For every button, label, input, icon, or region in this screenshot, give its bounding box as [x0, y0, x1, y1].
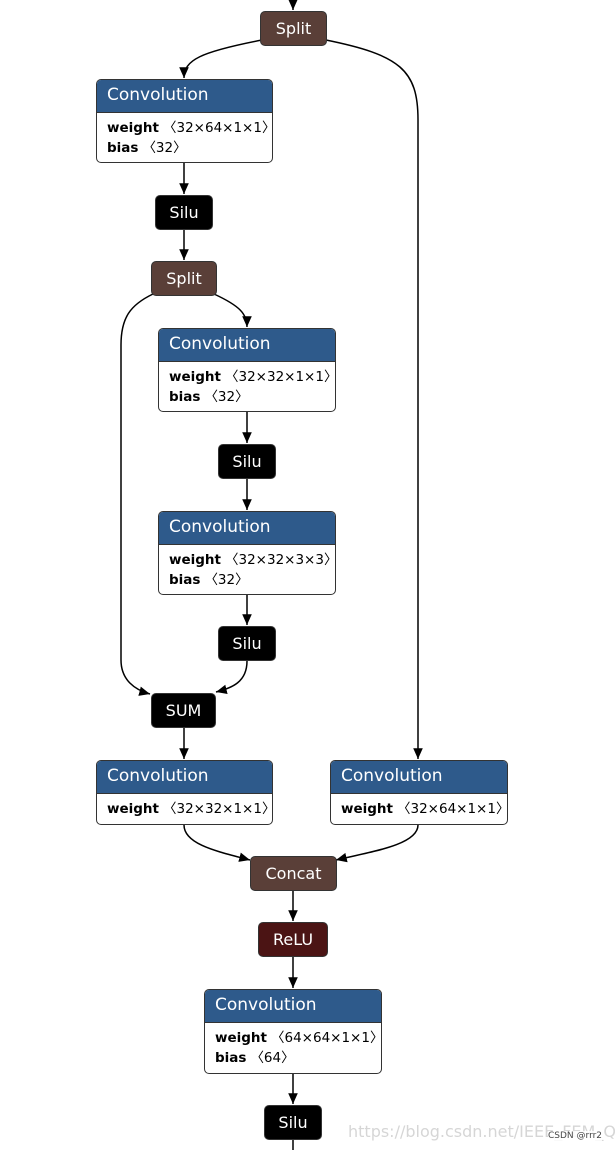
bias-key: bias	[107, 140, 139, 156]
weight-key: weight	[107, 801, 159, 817]
convolution-node-1-weight: weight〈32×64×1×1〉	[97, 118, 272, 138]
silu-node-2[interactable]: Silu	[218, 444, 276, 479]
edge-split-conv1	[179, 39, 263, 79]
convolution-node-1-title: Convolution	[97, 80, 272, 113]
bias-key: bias	[169, 572, 201, 588]
weight-value: 〈32×32×1×1〉	[162, 801, 273, 817]
convolution-node-6-title: Convolution	[205, 990, 381, 1023]
convolution-node-2-title: Convolution	[159, 329, 335, 362]
relu-node-label: ReLU	[272, 930, 314, 949]
sum-node[interactable]: SUM	[151, 693, 216, 728]
silu-node-2-label: Silu	[232, 452, 262, 471]
edge-conv5-concat	[335, 824, 419, 863]
convolution-node-3-weight: weight〈32×32×3×3〉	[159, 550, 335, 570]
concat-node[interactable]: Concat	[250, 856, 337, 891]
convolution-node-6-weight: weight〈64×64×1×1〉	[205, 1028, 381, 1048]
convolution-node-6-bias: bias〈64〉	[205, 1048, 381, 1068]
relu-node[interactable]: ReLU	[258, 922, 328, 957]
convolution-node-5-weight: weight〈32×64×1×1〉	[331, 799, 507, 819]
bias-value: 〈32〉	[204, 389, 249, 405]
bias-key: bias	[215, 1050, 247, 1066]
convolution-node-2[interactable]: Convolution weight〈32×32×1×1〉 bias〈32〉	[158, 328, 336, 412]
convolution-node-3-title: Convolution	[159, 512, 335, 545]
credit-text: CSDN @rrr2	[548, 1131, 603, 1141]
silu-node-4-label: Silu	[278, 1113, 308, 1132]
weight-value: 〈64×64×1×1〉	[270, 1030, 382, 1046]
bias-value: 〈32〉	[142, 140, 187, 156]
edge-split-sum-skip	[120, 293, 154, 696]
silu-node-4[interactable]: Silu	[264, 1105, 322, 1140]
convolution-node-4[interactable]: Convolution weight〈32×32×1×1〉	[96, 760, 273, 825]
convolution-node-2-weight: weight〈32×32×1×1〉	[159, 367, 335, 387]
edge-split-conv2	[213, 293, 252, 328]
weight-key: weight	[107, 120, 159, 136]
convolution-node-4-title: Convolution	[97, 761, 272, 794]
concat-node-label: Concat	[265, 864, 322, 883]
edge-silu3-sum	[215, 660, 248, 695]
bias-value: 〈64〉	[250, 1050, 295, 1066]
silu-node-1-label: Silu	[169, 203, 199, 222]
weight-value: 〈32×64×1×1〉	[162, 120, 273, 136]
bias-value: 〈32〉	[204, 572, 249, 588]
split-node-mid-label: Split	[166, 269, 202, 288]
weight-value: 〈32×32×1×1〉	[224, 369, 336, 385]
convolution-node-6[interactable]: Convolution weight〈64×64×1×1〉 bias〈64〉	[204, 989, 382, 1074]
edge-conv4-concat	[183, 824, 251, 862]
convolution-node-5[interactable]: Convolution weight〈32×64×1×1〉	[330, 760, 508, 825]
edge-split-conv5	[325, 39, 423, 759]
split-node-mid[interactable]: Split	[151, 261, 217, 296]
weight-key: weight	[341, 801, 393, 817]
convolution-node-5-title: Convolution	[331, 761, 507, 794]
convolution-node-3[interactable]: Convolution weight〈32×32×3×3〉 bias〈32〉	[158, 511, 336, 595]
convolution-node-1[interactable]: Convolution weight〈32×64×1×1〉 bias〈32〉	[96, 79, 273, 163]
sum-node-label: SUM	[165, 701, 202, 720]
silu-node-1[interactable]: Silu	[155, 195, 213, 230]
weight-key: weight	[169, 369, 221, 385]
weight-key: weight	[215, 1030, 267, 1046]
bias-key: bias	[169, 389, 201, 405]
weight-value: 〈32×32×3×3〉	[224, 552, 336, 568]
split-node-top[interactable]: Split	[260, 11, 327, 46]
weight-key: weight	[169, 552, 221, 568]
convolution-node-3-bias: bias〈32〉	[159, 570, 335, 590]
silu-node-3-label: Silu	[232, 634, 262, 653]
convolution-node-1-bias: bias〈32〉	[97, 138, 272, 158]
silu-node-3[interactable]: Silu	[218, 626, 276, 661]
split-node-top-label: Split	[275, 19, 312, 38]
convolution-node-2-bias: bias〈32〉	[159, 387, 335, 407]
weight-value: 〈32×64×1×1〉	[396, 801, 508, 817]
convolution-node-4-weight: weight〈32×32×1×1〉	[97, 799, 272, 819]
